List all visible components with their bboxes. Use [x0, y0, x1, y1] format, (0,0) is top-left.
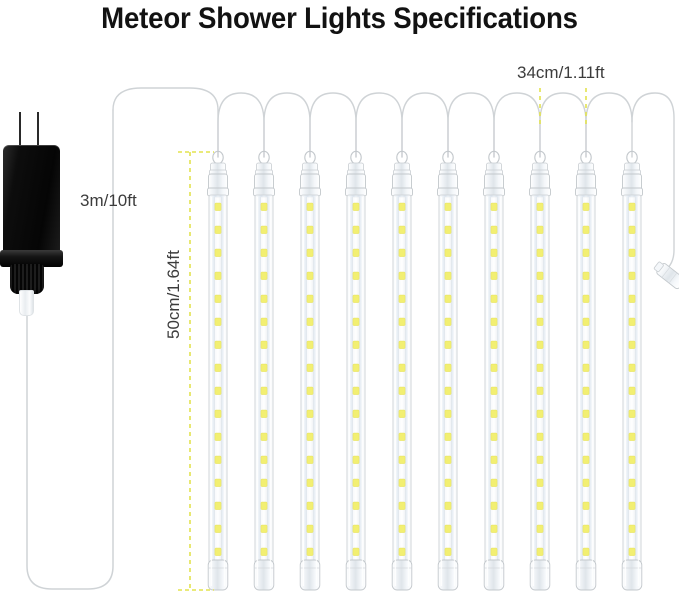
led-tube-8	[528, 150, 552, 591]
led-tube-4	[344, 150, 368, 591]
led-tube-3	[298, 150, 322, 591]
power-cable	[26, 109, 114, 590]
tube-spacing-label: 34cm/1.11ft	[517, 63, 605, 82]
led-tube-2	[252, 150, 276, 591]
led-tube-9	[574, 150, 598, 591]
led-tube-1	[206, 150, 230, 591]
led-tube-5	[390, 150, 414, 591]
tube-length-label: 50cm/1.64ft	[164, 250, 183, 339]
connecting-wires	[112, 87, 675, 273]
led-tube-10	[620, 150, 644, 591]
led-tube-6	[436, 150, 460, 591]
page-title: Meteor Shower Lights Specifications	[101, 2, 578, 35]
end-connector	[653, 261, 679, 290]
adapter-body	[3, 145, 60, 256]
strain-relief-knob	[10, 264, 44, 294]
dimension-lines	[178, 88, 587, 591]
adapter-base	[0, 250, 63, 267]
adapter-cable-tip	[19, 290, 34, 316]
power-adapter	[0, 112, 72, 316]
power-cord-length-label: 3m/10ft	[80, 191, 137, 210]
led-tube-7	[482, 150, 506, 591]
plug-prong-right	[37, 112, 39, 148]
plug-prong-left	[19, 112, 21, 148]
